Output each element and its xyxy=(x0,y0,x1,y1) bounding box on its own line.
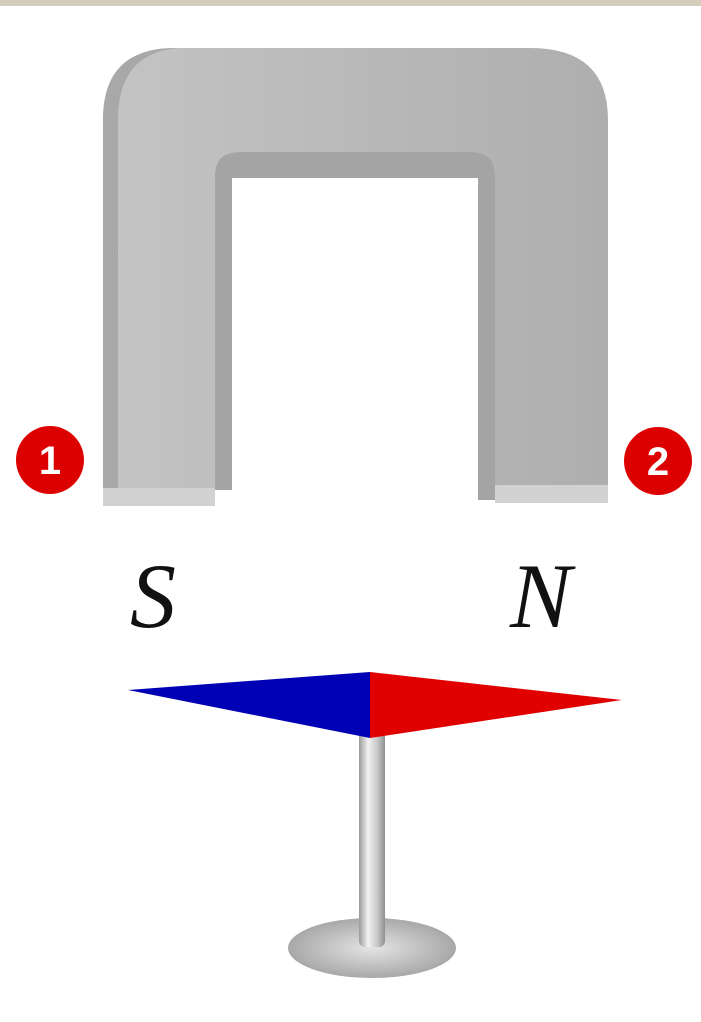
magnet-body xyxy=(103,48,608,505)
compass-needle-red xyxy=(370,672,622,738)
marker-1-label: 1 xyxy=(39,439,61,483)
north-pole-label: N xyxy=(509,545,576,647)
north-pole-end xyxy=(495,485,608,503)
marker-1: 1 xyxy=(16,426,84,494)
marker-2-label: 2 xyxy=(647,440,669,484)
magnet-inner-bevel xyxy=(215,152,495,500)
horseshoe-magnet xyxy=(103,48,608,506)
compass xyxy=(128,672,622,978)
compass-stand-post xyxy=(359,725,385,947)
south-pole-end xyxy=(103,488,215,506)
marker-2: 2 xyxy=(624,427,692,495)
south-pole-label: S xyxy=(130,545,176,647)
compass-needle-blue xyxy=(128,672,370,738)
